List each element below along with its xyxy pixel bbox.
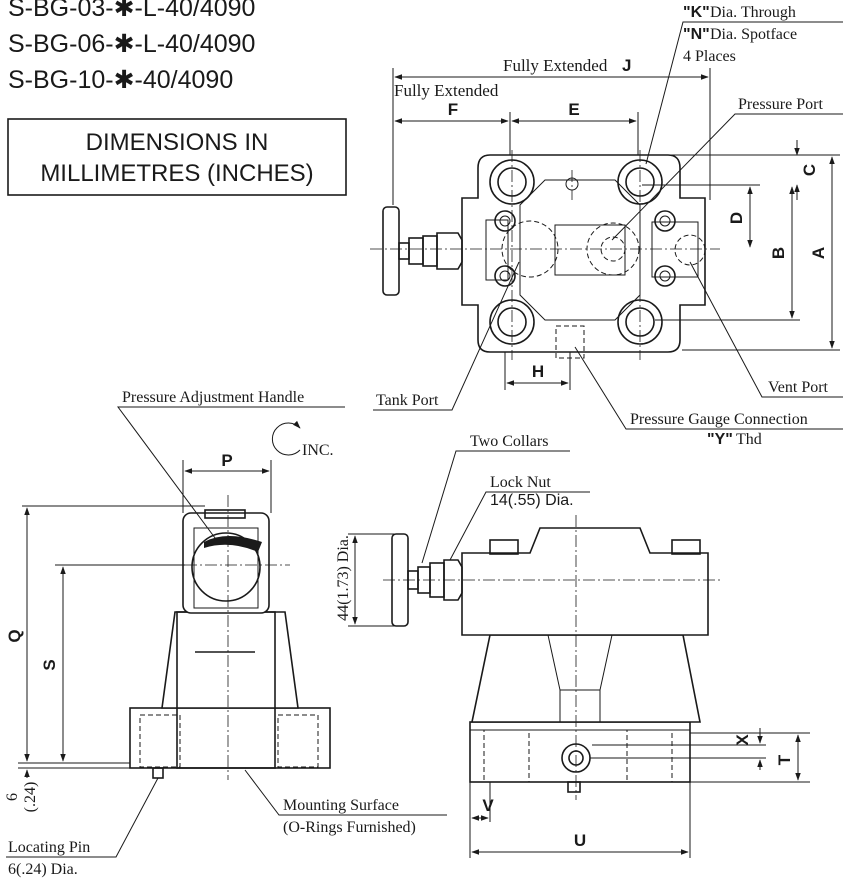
knob-dia-label: 44(1.73) Dia. (335, 535, 352, 621)
y-key: "Y" (707, 431, 733, 448)
tank-port-label: Tank Port (376, 392, 439, 409)
pressure-adjustment-handle-label: Pressure Adjustment Handle (122, 389, 304, 406)
side-view: P Q S 6 (.24) Pressure Adjustment Handle… (4, 389, 447, 878)
n-text: Dia. Spotface (710, 26, 797, 43)
y-text: Thd (736, 431, 762, 448)
dim-x: X (733, 734, 752, 746)
dim-u: U (574, 831, 586, 850)
mounting-surface-label: Mounting Surface (283, 797, 399, 814)
lock-nut-dia-label: 14(.55) Dia. (490, 492, 574, 509)
dim-a: A (809, 247, 828, 259)
dim-s: S (40, 659, 59, 670)
fully-extended-f-label: Fully Extended (394, 81, 499, 100)
k-text: Dia. Through (710, 4, 796, 21)
dim-q: Q (5, 629, 24, 642)
dim-f: F (448, 100, 458, 119)
dim-six: 6 (4, 793, 21, 801)
locating-pin-label: Locating Pin (8, 839, 90, 856)
dimensions-box: DIMENSIONS IN MILLIMETRES (INCHES) (7, 118, 347, 196)
dim-j: J (622, 56, 631, 75)
dim-h: H (532, 362, 544, 381)
k-key: "K" (683, 4, 710, 21)
model-title-2: S-BG-06-✱-L-40/4090 (8, 30, 255, 58)
dim-t: T (775, 754, 794, 765)
dim-v: V (482, 796, 494, 815)
two-collars-label: Two Collars (470, 433, 548, 450)
dimensions-line-2: MILLIMETRES (INCHES) (40, 160, 313, 187)
pressure-port-label: Pressure Port (738, 96, 823, 113)
dim-d: D (727, 212, 746, 224)
inc-label: INC. (302, 442, 334, 459)
places-text: 4 Places (683, 48, 736, 65)
orings-label: (O-Rings Furnished) (283, 819, 416, 836)
lock-nut-label: Lock Nut (490, 474, 551, 491)
model-title-3: S-BG-10-✱-40/4090 (8, 66, 233, 94)
front-view: 44(1.73) Dia. X T V U Two Collars Lock N… (335, 433, 810, 858)
dim-e: E (568, 100, 579, 119)
locating-pin-dia-label: 6(.24) Dia. (8, 861, 78, 878)
dim-p: P (221, 451, 232, 470)
gauge-connection-label: Pressure Gauge Connection (630, 411, 808, 428)
dim-c: C (800, 164, 819, 176)
dim-b: B (769, 247, 788, 259)
n-key: "N" (683, 26, 710, 43)
model-title-1: S-BG-03-✱-L-40/4090 (8, 0, 255, 22)
model-list: S-BG-03-✱-L-40/4090 S-BG-06-✱-L-40/4090 … (8, 0, 255, 94)
dim-six-inches: (.24) (22, 782, 39, 813)
top-view: Fully Extended J Fully Extended F E C D … (370, 4, 843, 448)
fully-extended-j-label: Fully Extended (503, 56, 608, 75)
vent-port-label: Vent Port (768, 379, 829, 396)
dimensions-line-1: DIMENSIONS IN (86, 129, 269, 156)
